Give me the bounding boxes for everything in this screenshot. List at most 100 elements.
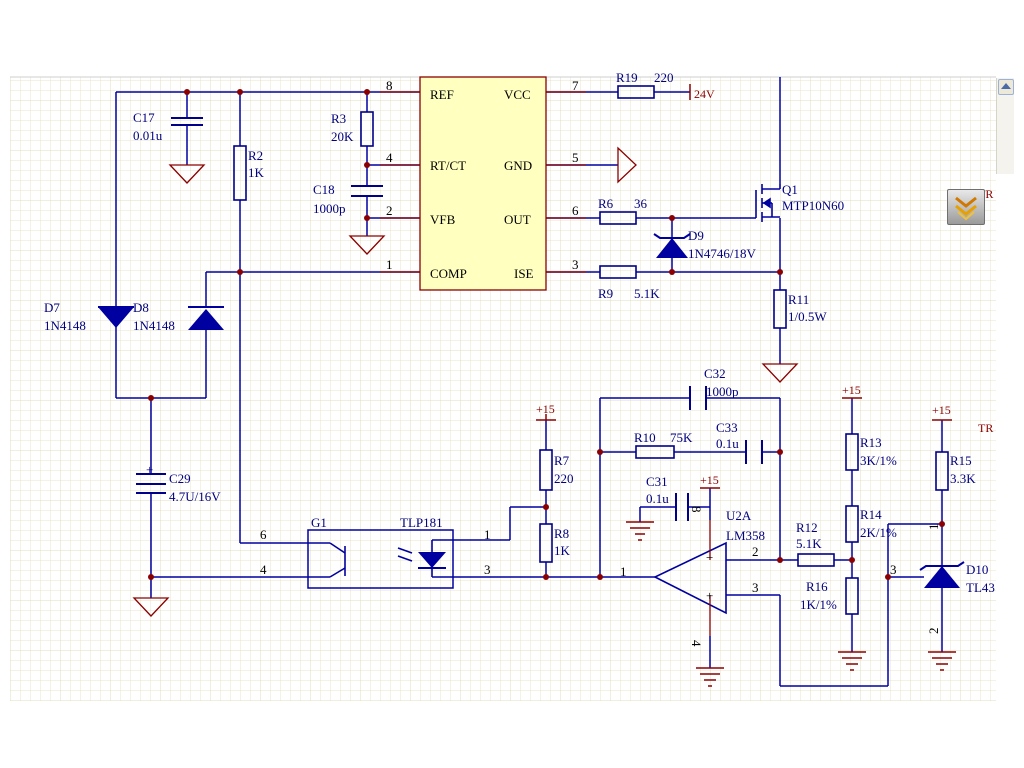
d9-value: 1N4746/18V (688, 246, 757, 261)
c33-ref: C33 (716, 420, 738, 435)
pin-number-2: 2 (386, 203, 393, 218)
r15-ref: R15 (950, 453, 972, 468)
r7-ref: R7 (554, 453, 570, 468)
pin-comp-label: COMP (430, 266, 467, 281)
r19-resistor (617, 85, 655, 99)
r2-value: 1K (248, 165, 265, 180)
r13-ref: R13 (860, 435, 882, 450)
opto-pin-1: 1 (484, 527, 491, 542)
r12-value: 5.1K (796, 536, 822, 551)
c17-value: 0.01u (133, 128, 163, 143)
r2-ref: R2 (248, 148, 263, 163)
u2a-ref: U2A (726, 508, 752, 523)
r11-resistor (773, 289, 787, 329)
r9-ref: R9 (598, 286, 613, 301)
pin-gnd-label: GND (504, 158, 532, 173)
d9-ref: D9 (688, 228, 704, 243)
r3-value: 20K (331, 129, 354, 144)
opto-pin-6: 6 (260, 527, 267, 542)
r9-resistor (599, 265, 637, 279)
pin-out-label: OUT (504, 212, 531, 227)
toolbar-button[interactable] (947, 189, 985, 225)
r3-ref: R3 (331, 111, 346, 126)
q1-ref: Q1 (782, 182, 798, 197)
diodes (98, 233, 965, 588)
ground-symbols (133, 146, 956, 687)
r15-supply: +15 (932, 403, 951, 417)
u2a-pin-8: 8 (689, 506, 704, 513)
c31-value: 0.1u (646, 491, 669, 506)
c29-ref: C29 (169, 471, 191, 486)
r13-supply: +15 (842, 383, 861, 397)
opto-pin-3: 3 (484, 562, 491, 577)
r15-value: 3.3K (950, 471, 976, 486)
c32-ref: C32 (704, 366, 726, 381)
pin-rtct-label: RT/CT (430, 158, 466, 173)
pin-number-1: 1 (386, 257, 393, 272)
u2a-pin-3: 3 (752, 580, 759, 595)
u2a-pin-4: 4 (689, 640, 704, 647)
tl43-pin-2: 2 (926, 628, 941, 635)
c18-ref: C18 (313, 182, 335, 197)
r8-value: 1K (554, 543, 571, 558)
r16-ref: R16 (806, 579, 828, 594)
pin-number-3: 3 (572, 257, 579, 272)
pin-ref-label: REF (430, 87, 454, 102)
q1-value: MTP10N60 (782, 198, 844, 213)
pin-ise-label: ISE (514, 266, 534, 281)
r6-resistor (599, 211, 637, 225)
c17-ref: C17 (133, 110, 155, 125)
r13-value: 3K/1% (860, 453, 897, 468)
junction-dots (148, 89, 945, 580)
r13-resistor (845, 433, 859, 471)
r19-value: 220 (654, 70, 674, 85)
r10-ref: R10 (634, 430, 656, 445)
scroll-up-button[interactable] (998, 79, 1014, 95)
d8-ref: D8 (133, 300, 149, 315)
tlp181-ref: TLP181 (400, 515, 443, 530)
c32-value: 1000p (706, 384, 739, 399)
u2a-value: LM358 (726, 528, 765, 543)
u2a-supply: +15 (700, 473, 719, 487)
pin-vcc-label: VCC (504, 87, 531, 102)
opamp-plus: + (706, 588, 713, 603)
r11-ref: R11 (788, 292, 809, 307)
pin-number-4: 4 (386, 150, 393, 165)
d10-ref: D10 (966, 562, 988, 577)
r8-ref: R8 (554, 526, 569, 541)
r12-resistor (797, 553, 835, 567)
c33-value: 0.1u (716, 436, 739, 451)
opamp-minus: − (706, 550, 713, 565)
d7-ref: D7 (44, 300, 60, 315)
chevron-down-icon (955, 196, 977, 221)
r19-ref: R19 (616, 70, 638, 85)
u2a-pin-1: 1 (620, 564, 627, 579)
tl43-pin-3: 3 (890, 562, 897, 577)
r15-resistor (935, 451, 949, 491)
arrow-up-icon (1001, 83, 1011, 89)
offpage-tr-bottom: TR (978, 421, 993, 435)
r8-resistor (539, 523, 553, 563)
pin-number-5: 5 (572, 150, 579, 165)
r7-value: 220 (554, 471, 574, 486)
pin-number-7: 7 (572, 78, 579, 93)
pin-number-6: 6 (572, 203, 579, 218)
c18-value: 1000p (313, 201, 346, 216)
r10-resistor (635, 445, 675, 459)
r7-resistor (539, 449, 553, 491)
pin-number-8: 8 (386, 78, 393, 93)
opto-pin-4: 4 (260, 562, 267, 577)
r2-resistor (233, 145, 247, 201)
r11-value: 1/0.5W (788, 309, 827, 324)
pin-vfb-label: VFB (430, 212, 456, 227)
vertical-scrollbar[interactable] (996, 78, 1014, 174)
d10-value: TL43 (966, 580, 995, 595)
c29-value: 4.7U/16V (169, 489, 221, 504)
r9-value: 5.1K (634, 286, 660, 301)
d8-value: 1N4148 (133, 318, 175, 333)
g1-ref: G1 (311, 515, 327, 530)
c29-polarity-mark: + (146, 462, 153, 477)
tl43-pin-1: 1 (926, 524, 941, 531)
